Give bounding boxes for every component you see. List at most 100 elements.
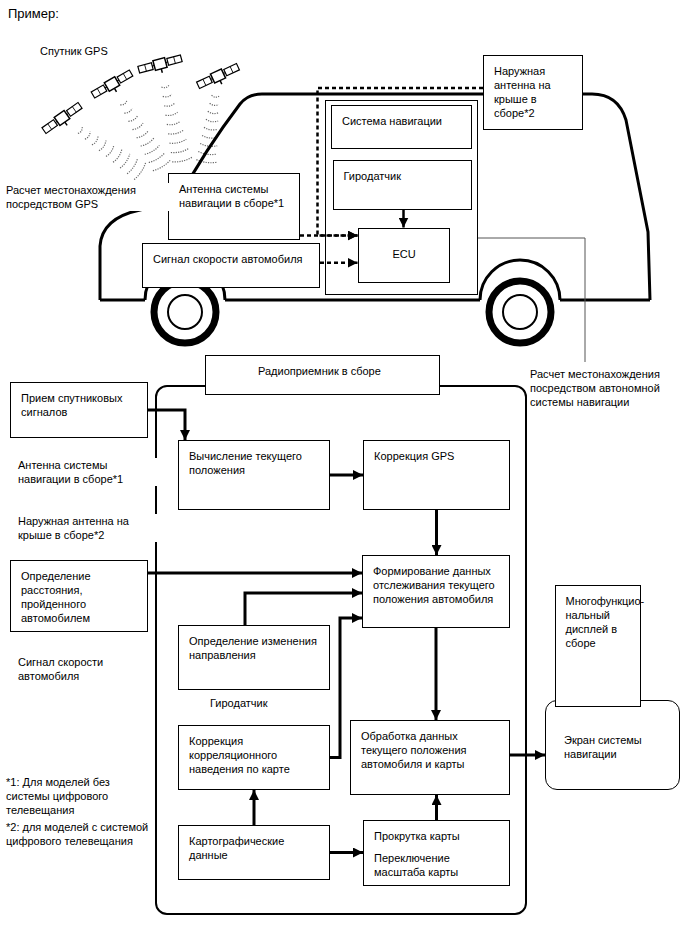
part-label: Гиродатчик xyxy=(210,696,310,710)
signal-wave xyxy=(208,111,219,113)
flow-arrow xyxy=(435,628,438,720)
signal-wave xyxy=(132,123,143,129)
process-box: Прокрутка картыПереключение масштаба кар… xyxy=(363,820,510,886)
flow-arrow xyxy=(330,851,363,854)
flow-arrow xyxy=(245,593,362,625)
process-box: Гиродатчик xyxy=(333,160,472,210)
box-text: Экран системы навигации xyxy=(546,701,679,761)
process-box: Определение расстояния, пройденного авто… xyxy=(10,560,148,632)
process-box: Коррекция GPS xyxy=(363,440,510,510)
signal-wave xyxy=(145,145,160,154)
box-text: Многофункцио- нальный дисплей в сборе xyxy=(566,594,631,650)
signal-wave xyxy=(99,140,106,150)
process-box: Картографические данные xyxy=(178,825,330,880)
signal-wave xyxy=(128,116,137,122)
signal-dashed-arrow xyxy=(318,88,484,236)
box-text: Формирование данных отслеживания текущег… xyxy=(373,564,500,606)
signal-wave xyxy=(127,158,138,174)
part-label: *1: Для моделей без системы цифрового те… xyxy=(6,775,151,817)
box-text: Прокрутка карты xyxy=(374,829,500,843)
box-text: Сигнал скорости автомобиля xyxy=(153,252,310,266)
box-text: Коррекция корреляционного наведения по к… xyxy=(189,734,320,776)
process-box: Прием спутниковых сигналов xyxy=(10,382,148,438)
box-text: Определение расстояния, пройденного авто… xyxy=(21,569,138,625)
box-text: Антенна системы навигации в сборе*1 xyxy=(179,182,290,210)
box-text: Прием спутниковых сигналов xyxy=(21,391,138,419)
flow-arrow xyxy=(330,474,363,477)
process-box: Обработка данных текущего положения авто… xyxy=(350,720,510,795)
part-label: Спутник GPS xyxy=(40,44,150,58)
box-text: Коррекция GPS xyxy=(374,449,500,463)
box-text: Обработка данных текущего положения авто… xyxy=(361,729,500,771)
box-text: Наружная антенна на крыше в сборе*2 xyxy=(494,64,573,120)
signal-wave xyxy=(120,101,126,105)
box-text: Гиродатчик xyxy=(344,169,462,183)
part-label: *2: для моделей с системой цифрового тел… xyxy=(6,820,151,848)
signal-wave xyxy=(165,112,177,115)
signal-wave xyxy=(149,153,165,163)
signal-wave xyxy=(206,119,218,121)
gps-satellite xyxy=(90,69,135,103)
signal-wave xyxy=(167,121,181,124)
gps-satellite xyxy=(41,101,85,138)
flow-arrow xyxy=(402,210,405,228)
part-label: Наружная антенна на крыше в сборе*2 xyxy=(18,514,158,542)
leader-line xyxy=(478,238,585,362)
part-label: Расчет местонахождения посредством автон… xyxy=(530,367,680,409)
part-label: Расчет местонахождения посредством GPS xyxy=(6,183,171,211)
signal-wave xyxy=(92,136,98,145)
part-label: Сигнал скорости автомобиля xyxy=(18,655,148,683)
wheel-hub xyxy=(168,295,202,329)
signal-wave xyxy=(137,131,149,138)
process-box: Сигнал скорости автомобиля xyxy=(142,243,320,288)
process-box: Вычисление текущего положения xyxy=(178,440,330,510)
signal-wave xyxy=(134,163,145,180)
flow-arrow xyxy=(148,572,362,575)
flow-arrow xyxy=(510,754,545,757)
signal-wave xyxy=(141,138,154,146)
signal-wave xyxy=(106,145,114,157)
process-box: ECU xyxy=(358,228,450,283)
signal-wave xyxy=(113,149,122,162)
signal-wave xyxy=(163,94,172,97)
signal-wave xyxy=(78,127,82,133)
flow-arrow xyxy=(435,510,438,555)
group-frame: Экран системы навигацииМногофункцио- нал… xyxy=(545,700,680,790)
wheel xyxy=(489,281,551,343)
flow-arrow xyxy=(148,410,185,440)
signal-wave xyxy=(171,148,189,152)
signal-wave xyxy=(85,132,90,140)
process-box: Антенна системы навигации в сборе*1 xyxy=(168,173,300,240)
box-text: Картографические данные xyxy=(189,834,320,862)
flow-arrow xyxy=(253,790,256,825)
process-box: Многофункцио- нальный дисплей в сборе xyxy=(555,585,641,707)
process-box: Формирование данных отслеживания текущег… xyxy=(362,555,510,628)
process-box: Определение изменения направления xyxy=(178,625,330,690)
signal-wave xyxy=(124,108,132,113)
box-text: Определение изменения направления xyxy=(189,634,320,662)
signal-wave xyxy=(212,95,220,97)
gps-satellite xyxy=(196,62,242,93)
wheel-hub xyxy=(503,295,537,329)
box-text: Система навигации xyxy=(331,105,472,149)
group-frame: Система навигацииГиродатчикECU xyxy=(325,100,478,295)
signal-wave xyxy=(161,85,168,87)
signal-wave xyxy=(164,103,175,106)
group-frame: Радиоприемник в сбореВычисление текущего… xyxy=(155,385,527,915)
signal-wave xyxy=(168,130,183,134)
box-text: Вычисление текущего положения xyxy=(189,449,320,477)
diagram-title: Пример: xyxy=(8,6,59,23)
process-box: Наружная антенна на крыше в сборе*2 xyxy=(483,55,583,130)
wheel xyxy=(154,281,216,343)
signal-wave xyxy=(172,157,192,162)
signal-wave xyxy=(169,139,186,143)
part-label: Антенна системы навигации в сборе*1 xyxy=(18,458,158,486)
signal-wave xyxy=(210,103,219,105)
process-box: Коррекция корреляционного наведения по к… xyxy=(178,725,330,790)
signal-wave xyxy=(120,154,130,168)
box-subtext: Переключение масштаба карты xyxy=(374,851,500,879)
signal-wave xyxy=(153,160,170,171)
flow-arrow xyxy=(435,795,438,820)
box-text: Радиоприемник в сборе xyxy=(205,355,440,395)
